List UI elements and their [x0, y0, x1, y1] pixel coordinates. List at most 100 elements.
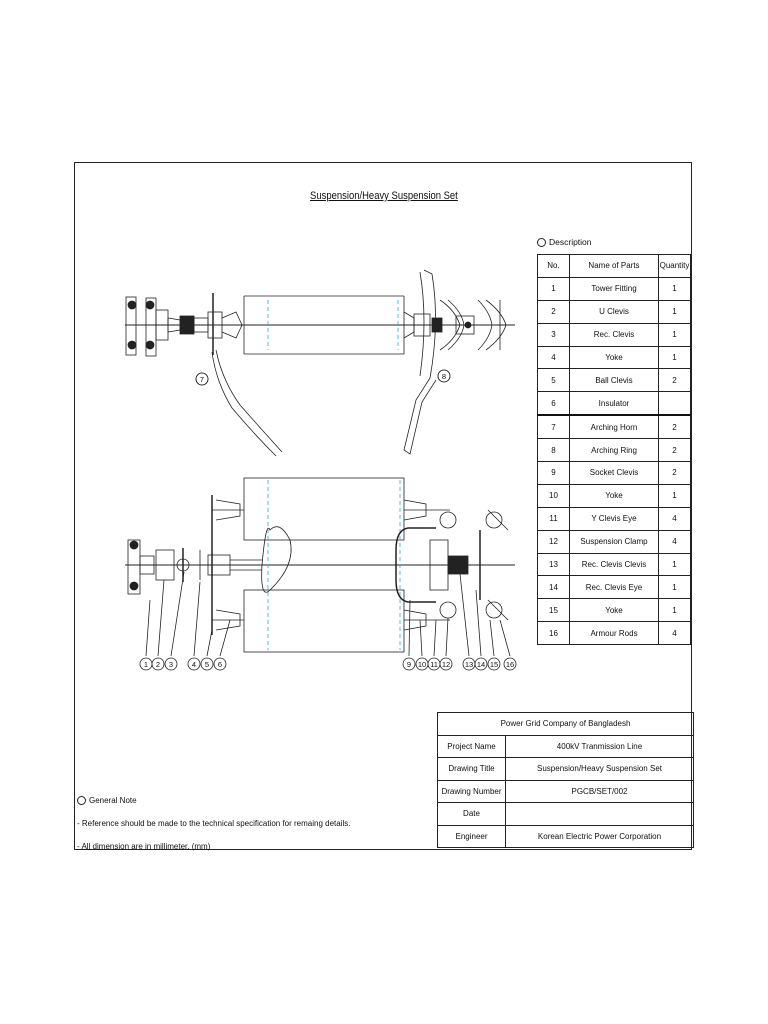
upper-view — [125, 269, 515, 457]
part-name: Yoke — [569, 483, 659, 508]
callout-3: 3 — [169, 660, 173, 669]
callout-15: 15 — [490, 660, 498, 669]
part-no: 5 — [537, 368, 570, 393]
part-name: Tower Fitting — [569, 276, 659, 301]
col-quantity: Quantity — [658, 254, 691, 278]
callout-2: 2 — [156, 660, 160, 669]
callout-10: 10 — [418, 660, 426, 669]
info-label: Drawing Number — [437, 779, 506, 803]
description-heading: Description — [537, 237, 592, 247]
circle-bullet-icon — [537, 237, 546, 247]
part-quantity: 1 — [658, 322, 691, 347]
info-value: PGCB/SET/002 — [505, 779, 694, 803]
part-no: 6 — [537, 391, 570, 416]
table-row: Date — [437, 802, 694, 826]
drawing-sheet — [74, 162, 692, 850]
part-quantity: 2 — [658, 461, 691, 485]
info-value: Korean Electric Power Corporation — [505, 824, 694, 848]
callout-circle — [164, 657, 178, 671]
info-value: 400kV Tranmission Line — [505, 734, 694, 758]
part-quantity: 2 — [658, 414, 691, 440]
title-block: Power Grid Company of Bangladesh Project… — [437, 712, 694, 848]
part-no: 7 — [537, 414, 570, 440]
circle-bullet-icon — [77, 796, 86, 805]
part-no: 14 — [537, 575, 570, 600]
part-no: 1 — [537, 276, 570, 301]
part-name: U Clevis — [569, 299, 659, 324]
callout-circle — [474, 657, 488, 671]
part-no: 8 — [537, 438, 570, 463]
part-no: 12 — [537, 529, 570, 554]
part-name: Insulator — [569, 391, 659, 416]
part-name: Rec. Clevis Eye — [569, 575, 659, 600]
general-note: General Note - Reference should be made … — [77, 789, 350, 858]
info-label: Drawing Title — [437, 757, 506, 781]
part-quantity: 2 — [658, 368, 691, 393]
info-label: Engineer — [437, 824, 506, 848]
note-line: - Reference should be made to the techni… — [77, 819, 351, 828]
part-quantity: 1 — [658, 345, 691, 370]
part-name: Arching Ring — [569, 438, 659, 463]
callout-14: 14 — [477, 660, 485, 669]
callout-13: 13 — [465, 660, 473, 669]
part-name: Armour Rods — [569, 621, 659, 646]
col-name: Name of Parts — [569, 254, 659, 278]
part-no: 9 — [537, 461, 570, 485]
callout-5: 5 — [205, 660, 209, 669]
part-name: Arching Horn — [569, 414, 659, 440]
info-value: Suspension/Heavy Suspension Set — [505, 757, 694, 781]
callout-1: 1 — [144, 660, 148, 669]
info-label: Project Name — [437, 734, 506, 758]
part-quantity: 4 — [658, 529, 691, 554]
part-quantity: 2 — [658, 438, 691, 463]
callout-9: 9 — [407, 660, 411, 669]
callout-6: 6 — [218, 660, 222, 669]
callout-4: 4 — [192, 660, 196, 669]
col-no: No. — [537, 254, 570, 278]
part-name: Yoke — [569, 598, 659, 623]
part-name: Rec. Clevis Clevis — [569, 552, 659, 577]
part-quantity: 1 — [658, 552, 691, 577]
part-name: Y Clevis Eye — [569, 506, 659, 531]
callout-circle — [503, 657, 517, 671]
part-no: 11 — [537, 506, 570, 531]
part-quantity: 1 — [658, 276, 691, 301]
company-name: Power Grid Company of Bangladesh — [437, 712, 694, 736]
part-no: 16 — [537, 621, 570, 646]
part-name: Ball Clevis — [569, 368, 659, 393]
part-no: 2 — [537, 299, 570, 324]
part-quantity: 4 — [658, 506, 691, 531]
callout-circle — [200, 657, 214, 671]
part-no: 4 — [537, 345, 570, 370]
note-line: - All dimension are in millimeter. (mm) — [77, 842, 211, 851]
part-name: Socket Clevis — [569, 461, 659, 485]
part-no: 15 — [537, 598, 570, 623]
part-quantity: 1 — [658, 483, 691, 508]
part-name: Suspension Clamp — [569, 529, 659, 554]
callout-circle — [213, 657, 227, 671]
part-quantity: 4 — [658, 621, 691, 646]
info-value — [505, 802, 694, 826]
part-name: Yoke — [569, 345, 659, 370]
callout-circle — [187, 657, 201, 671]
lower-view — [125, 477, 515, 657]
drawing-title: Suspension/Heavy Suspension Set — [310, 190, 458, 202]
